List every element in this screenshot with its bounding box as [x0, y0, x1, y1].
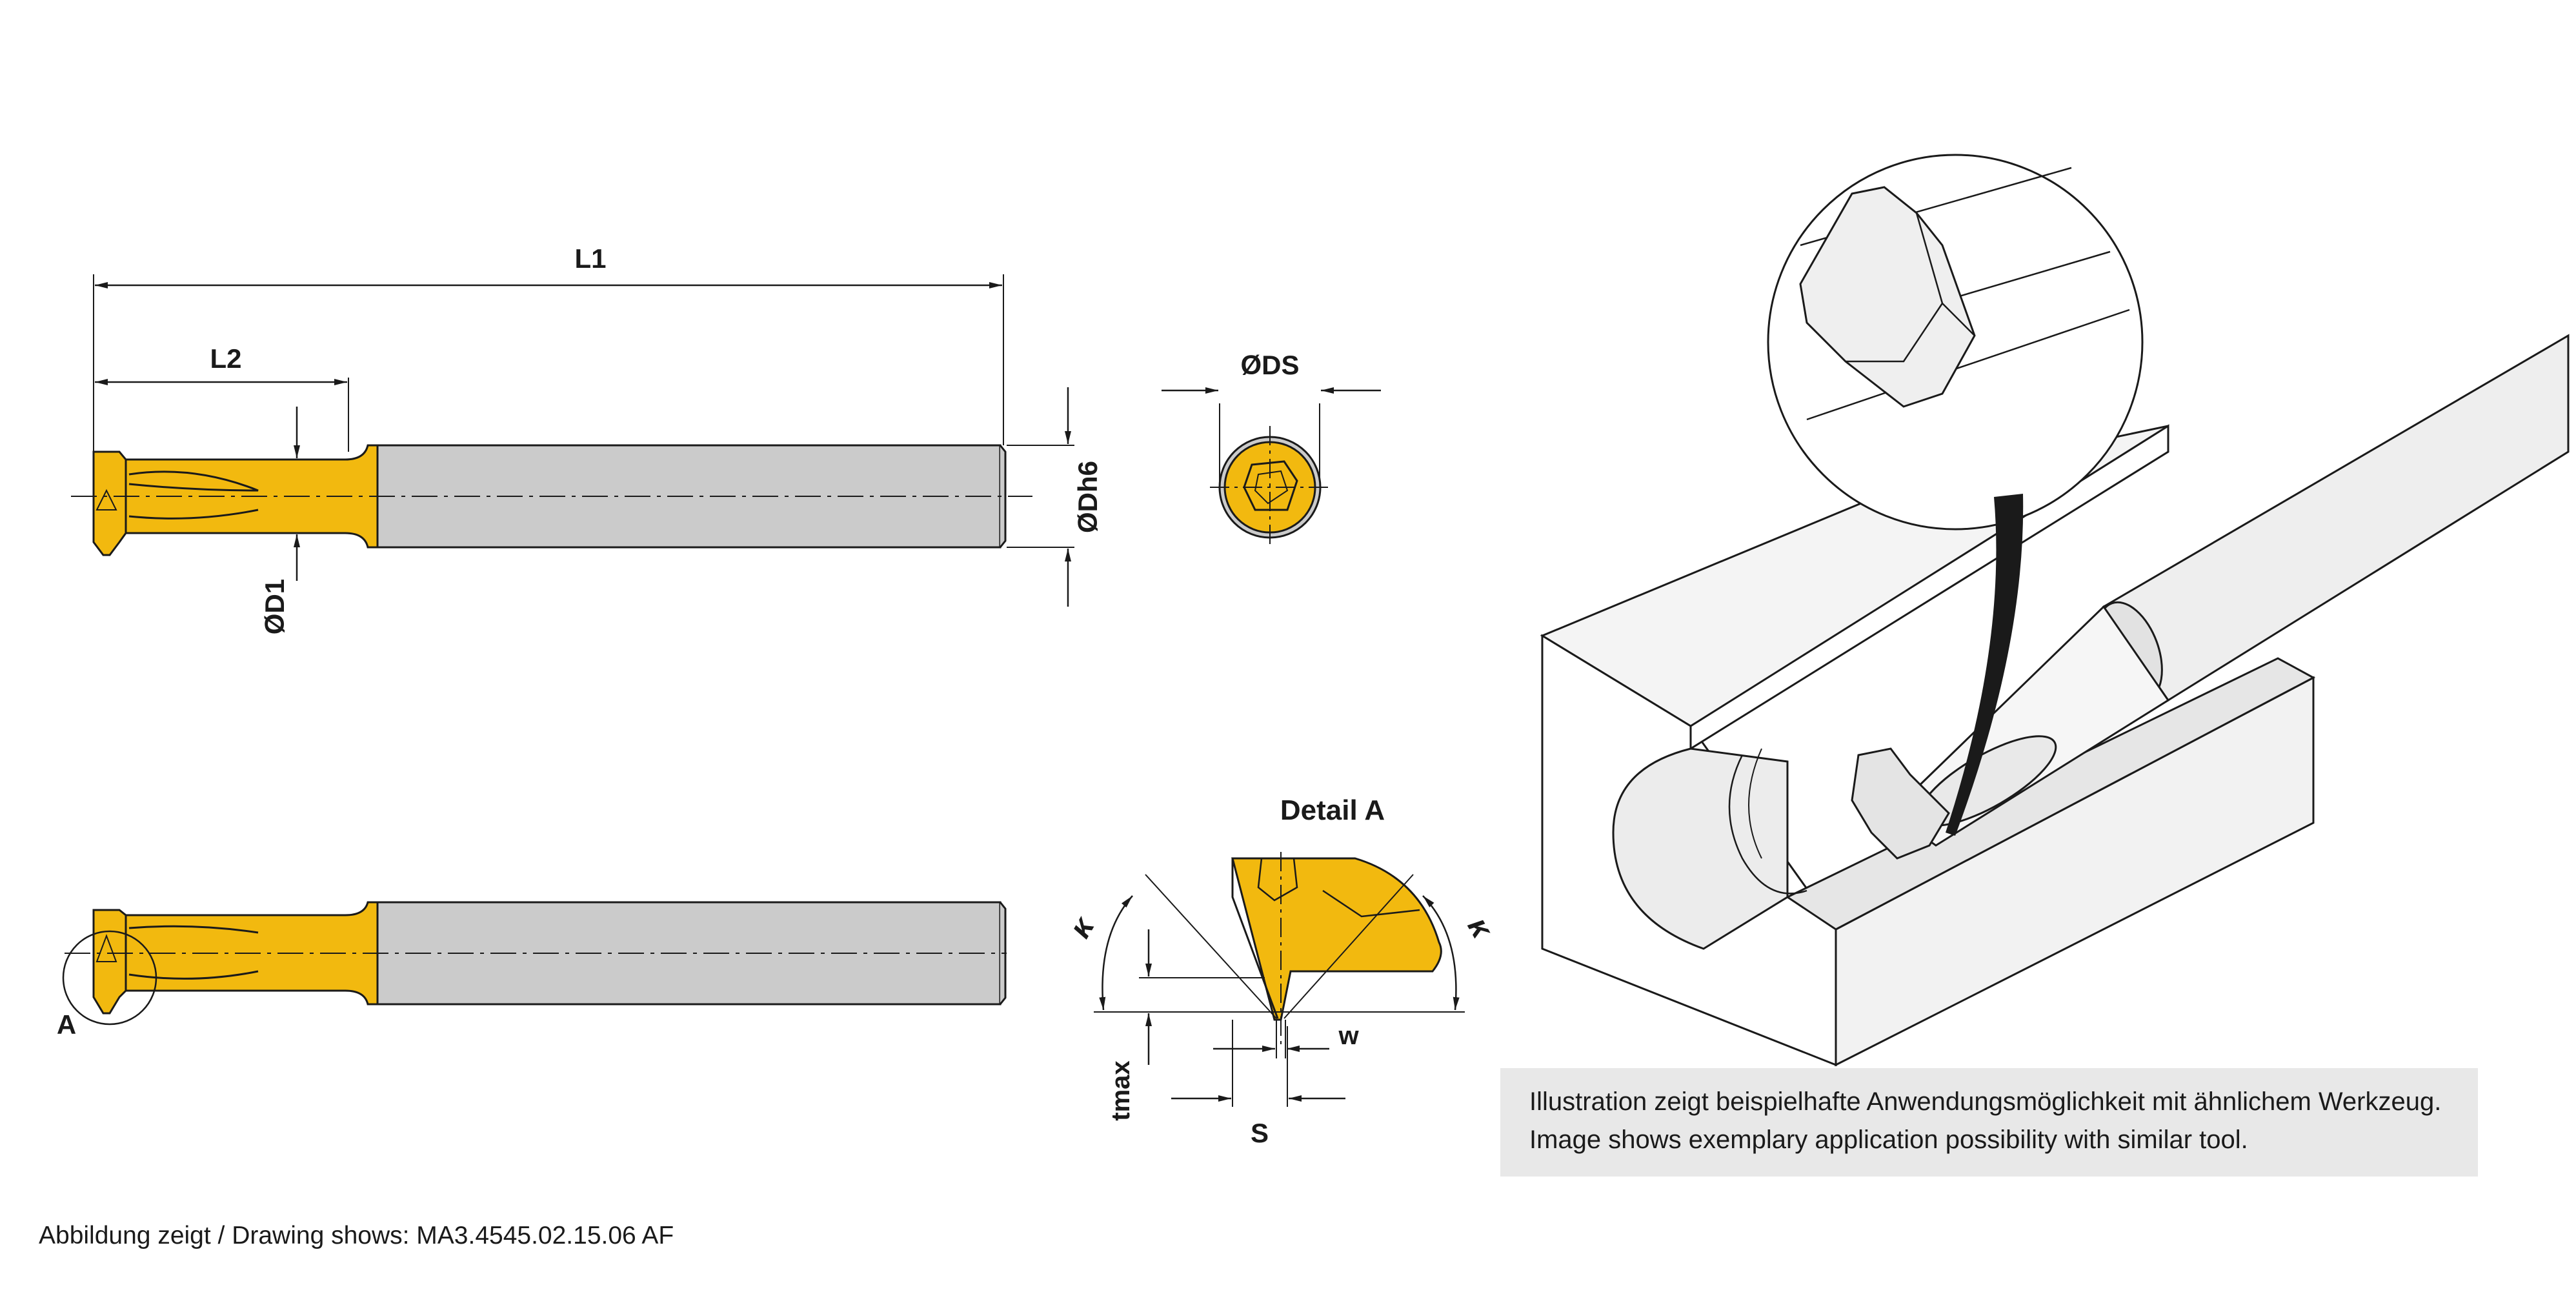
dim-tmax: tmax — [1107, 1060, 1135, 1120]
cutting-head-top — [92, 450, 127, 556]
tool-head-in-bore — [1851, 747, 1950, 860]
side-view-bottom: A — [57, 901, 1007, 1040]
end-view: ØDS — [1162, 350, 1381, 549]
magnifier-leader — [1946, 494, 2024, 836]
dim-w: w — [1338, 1022, 1359, 1050]
detail-a-title: Detail A — [1280, 794, 1385, 826]
detail-a: Detail A κ κ tmax w S — [1063, 794, 1500, 1148]
detail-a-insert — [1231, 857, 1442, 1021]
dim-D1: ØD1 — [259, 579, 290, 634]
caption-german: Illustration zeigt beispielhafte Anwendu… — [1529, 1087, 2442, 1116]
drawing-reference: Abbildung zeigt / Drawing shows: MA3.454… — [39, 1222, 674, 1249]
tool-shaft — [2102, 334, 2570, 702]
dim-Dh6: ØDh6 — [1072, 461, 1103, 533]
dim-L2: L2 — [210, 343, 241, 374]
caption-box — [1500, 1068, 2478, 1177]
caption-english: Image shows exemplary application possib… — [1529, 1126, 2248, 1154]
dim-L1: L1 — [574, 243, 606, 274]
dim-S: S — [1251, 1118, 1269, 1148]
application-illustration — [1540, 154, 2570, 1067]
kappa-right: κ — [1461, 911, 1500, 945]
side-view-top: L1 L2 ØD1 ØDh6 — [71, 243, 1103, 634]
kappa-left: κ — [1063, 911, 1102, 944]
detail-a-label: A — [57, 1009, 76, 1040]
detail-a-marker — [62, 930, 157, 1026]
dim-DS: ØDS — [1240, 350, 1299, 380]
